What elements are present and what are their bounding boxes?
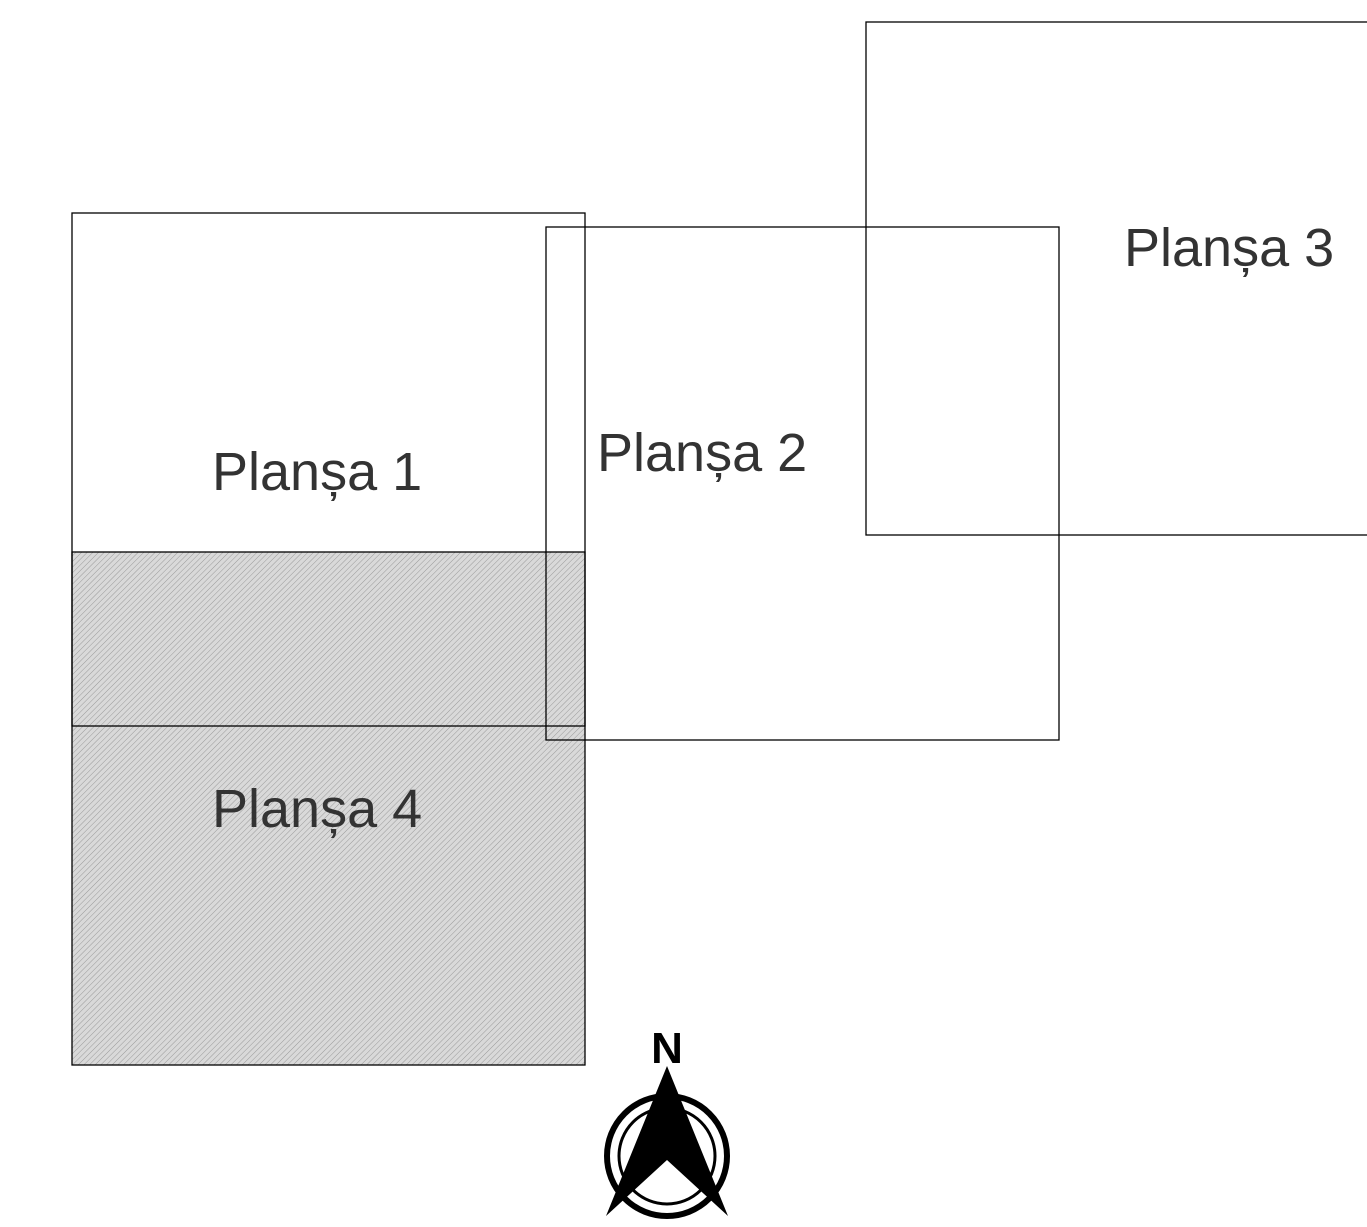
north-arrow-icon: N bbox=[604, 1024, 730, 1219]
north-arrow-pointer bbox=[606, 1066, 728, 1216]
sheet-plansa-1-label: Planșa 1 bbox=[212, 442, 422, 502]
sheet-plansa-2-outline bbox=[545, 226, 1060, 741]
sheet-plansa-4-area bbox=[71, 551, 586, 1066]
sheet-plansa-1-outline bbox=[71, 212, 586, 727]
sheet-plansa-3-outline bbox=[865, 21, 1367, 536]
sheet-plansa-3-label: Planșa 3 bbox=[1124, 218, 1334, 278]
north-label: N bbox=[651, 1024, 683, 1073]
sheet-plansa-4-label: Planșa 4 bbox=[212, 779, 422, 839]
sheet-plansa-2-label: Planșa 2 bbox=[597, 423, 807, 483]
